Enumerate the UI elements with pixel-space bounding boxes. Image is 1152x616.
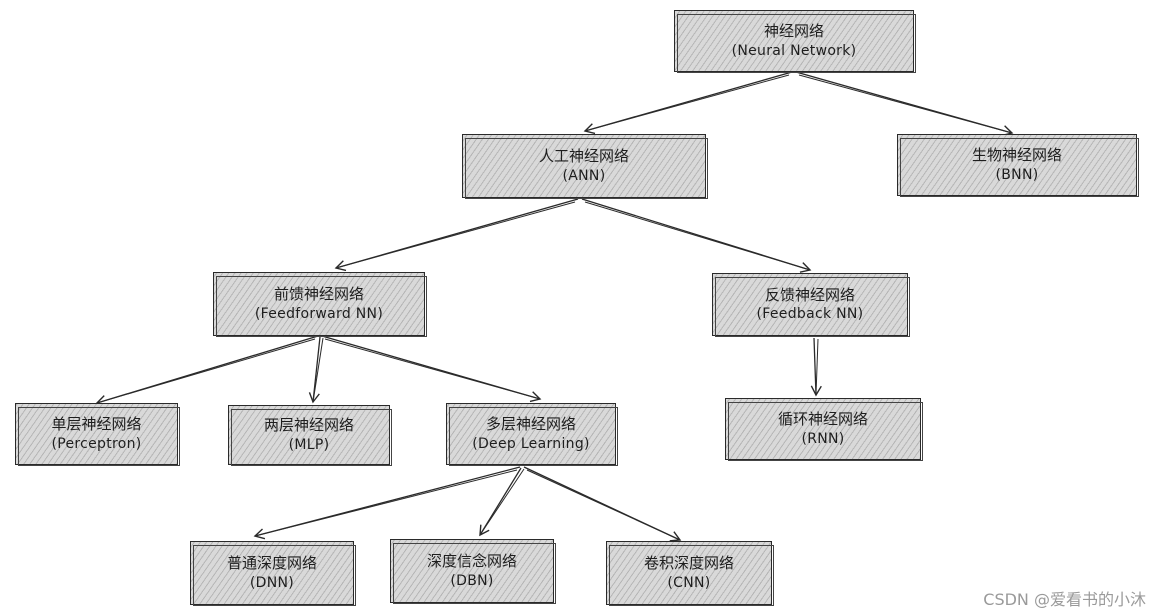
- node-label-en: (DNN): [249, 574, 295, 591]
- edge-nn-bnn: [795, 71, 1014, 137]
- node-label-zh: 卷积深度网络: [643, 554, 734, 573]
- node-bnn: 生物神经网络 (BNN): [897, 134, 1139, 197]
- node-label-en: (CNN): [667, 574, 711, 591]
- edge-fbnn-rnn: [810, 337, 822, 397]
- node-label-zh: 人工神经网络: [538, 147, 629, 166]
- node-cnn: 卷积深度网络 (CNN): [606, 541, 774, 606]
- watermark-text: CSDN @爱看书的小沐: [983, 590, 1146, 609]
- edge-dl-dnn: [253, 466, 521, 540]
- node-rnn: 循环神经网络 (RNN): [725, 398, 923, 461]
- node-label-en: (MLP): [288, 436, 330, 453]
- node-label-en: (Perceptron): [51, 435, 142, 452]
- node-label-en: (BNN): [995, 166, 1039, 183]
- edge-ann-fbnn: [581, 198, 812, 273]
- node-label-zh: 前馈神经网络: [273, 285, 364, 304]
- node-neural-network: 神经网络 (Neural Network): [674, 10, 916, 73]
- node-label-zh: 深度信念网络: [426, 552, 517, 571]
- node-deep-learning: 多层神经网络 (Deep Learning): [446, 403, 618, 466]
- node-feedback-nn: 反馈神经网络 (Feedback NN): [712, 273, 910, 337]
- node-label-zh: 多层神经网络: [485, 415, 576, 434]
- edge-dl-dbn: [479, 467, 525, 537]
- node-perceptron: 单层神经网络 (Perceptron): [15, 403, 180, 466]
- node-label-en: (Neural Network): [731, 42, 857, 59]
- node-label-zh: 两层神经网络: [263, 416, 354, 435]
- edge-ffnn-perceptron: [95, 335, 319, 406]
- node-dbn: 深度信念网络 (DBN): [390, 539, 556, 604]
- node-label-zh: 循环神经网络: [777, 410, 868, 429]
- node-label-en: (RNN): [801, 430, 845, 447]
- node-ann: 人工神经网络 (ANN): [462, 134, 708, 199]
- node-label-zh: 普通深度网络: [226, 554, 317, 573]
- edge-dl-cnn: [523, 466, 682, 542]
- node-label-zh: 生物神经网络: [971, 146, 1062, 165]
- node-label-zh: 单层神经网络: [51, 415, 142, 434]
- edge-ffnn-mlp: [308, 336, 324, 404]
- node-mlp: 两层神经网络 (MLP): [228, 405, 392, 466]
- node-label-zh: 反馈神经网络: [764, 285, 855, 304]
- node-label-en: (Feedforward NN): [254, 305, 384, 322]
- node-label-zh: 神经网络: [763, 22, 824, 41]
- edge-nn-ann: [583, 71, 793, 135]
- node-label-en: (DBN): [450, 572, 494, 589]
- node-label-en: (ANN): [562, 167, 606, 184]
- edge-ffnn-dl: [321, 335, 542, 403]
- node-feedforward-nn: 前馈神经网络 (Feedforward NN): [213, 272, 427, 337]
- node-label-en: (Feedback NN): [756, 306, 864, 323]
- node-label-en: (Deep Learning): [472, 435, 590, 452]
- edge-ann-ffnn: [334, 198, 579, 272]
- node-dnn: 普通深度网络 (DNN): [190, 541, 356, 606]
